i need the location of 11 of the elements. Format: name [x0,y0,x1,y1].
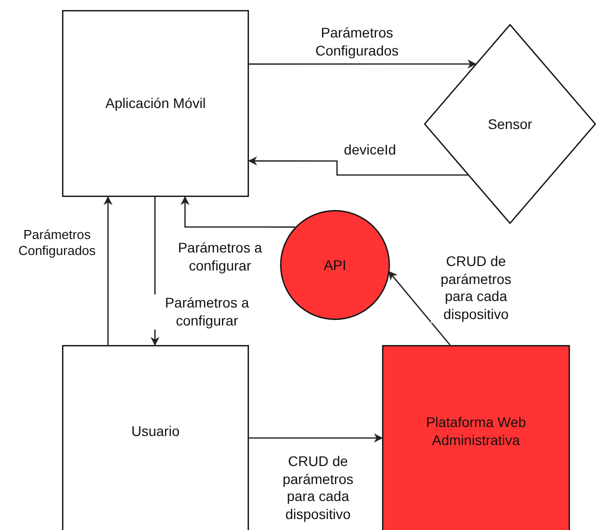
arrow [248,156,468,176]
node-label: Usuario [131,422,180,440]
node-label: Plataforma Web Administrativa [424,412,528,450]
arrow [249,60,476,68]
node-label: Aplicación Móvil [105,94,206,113]
node-label: Sensor [488,114,532,134]
node-label: API [324,256,346,274]
arrow [249,434,383,442]
arrow [104,196,112,345]
arrow [180,196,296,228]
arrow [388,270,451,346]
